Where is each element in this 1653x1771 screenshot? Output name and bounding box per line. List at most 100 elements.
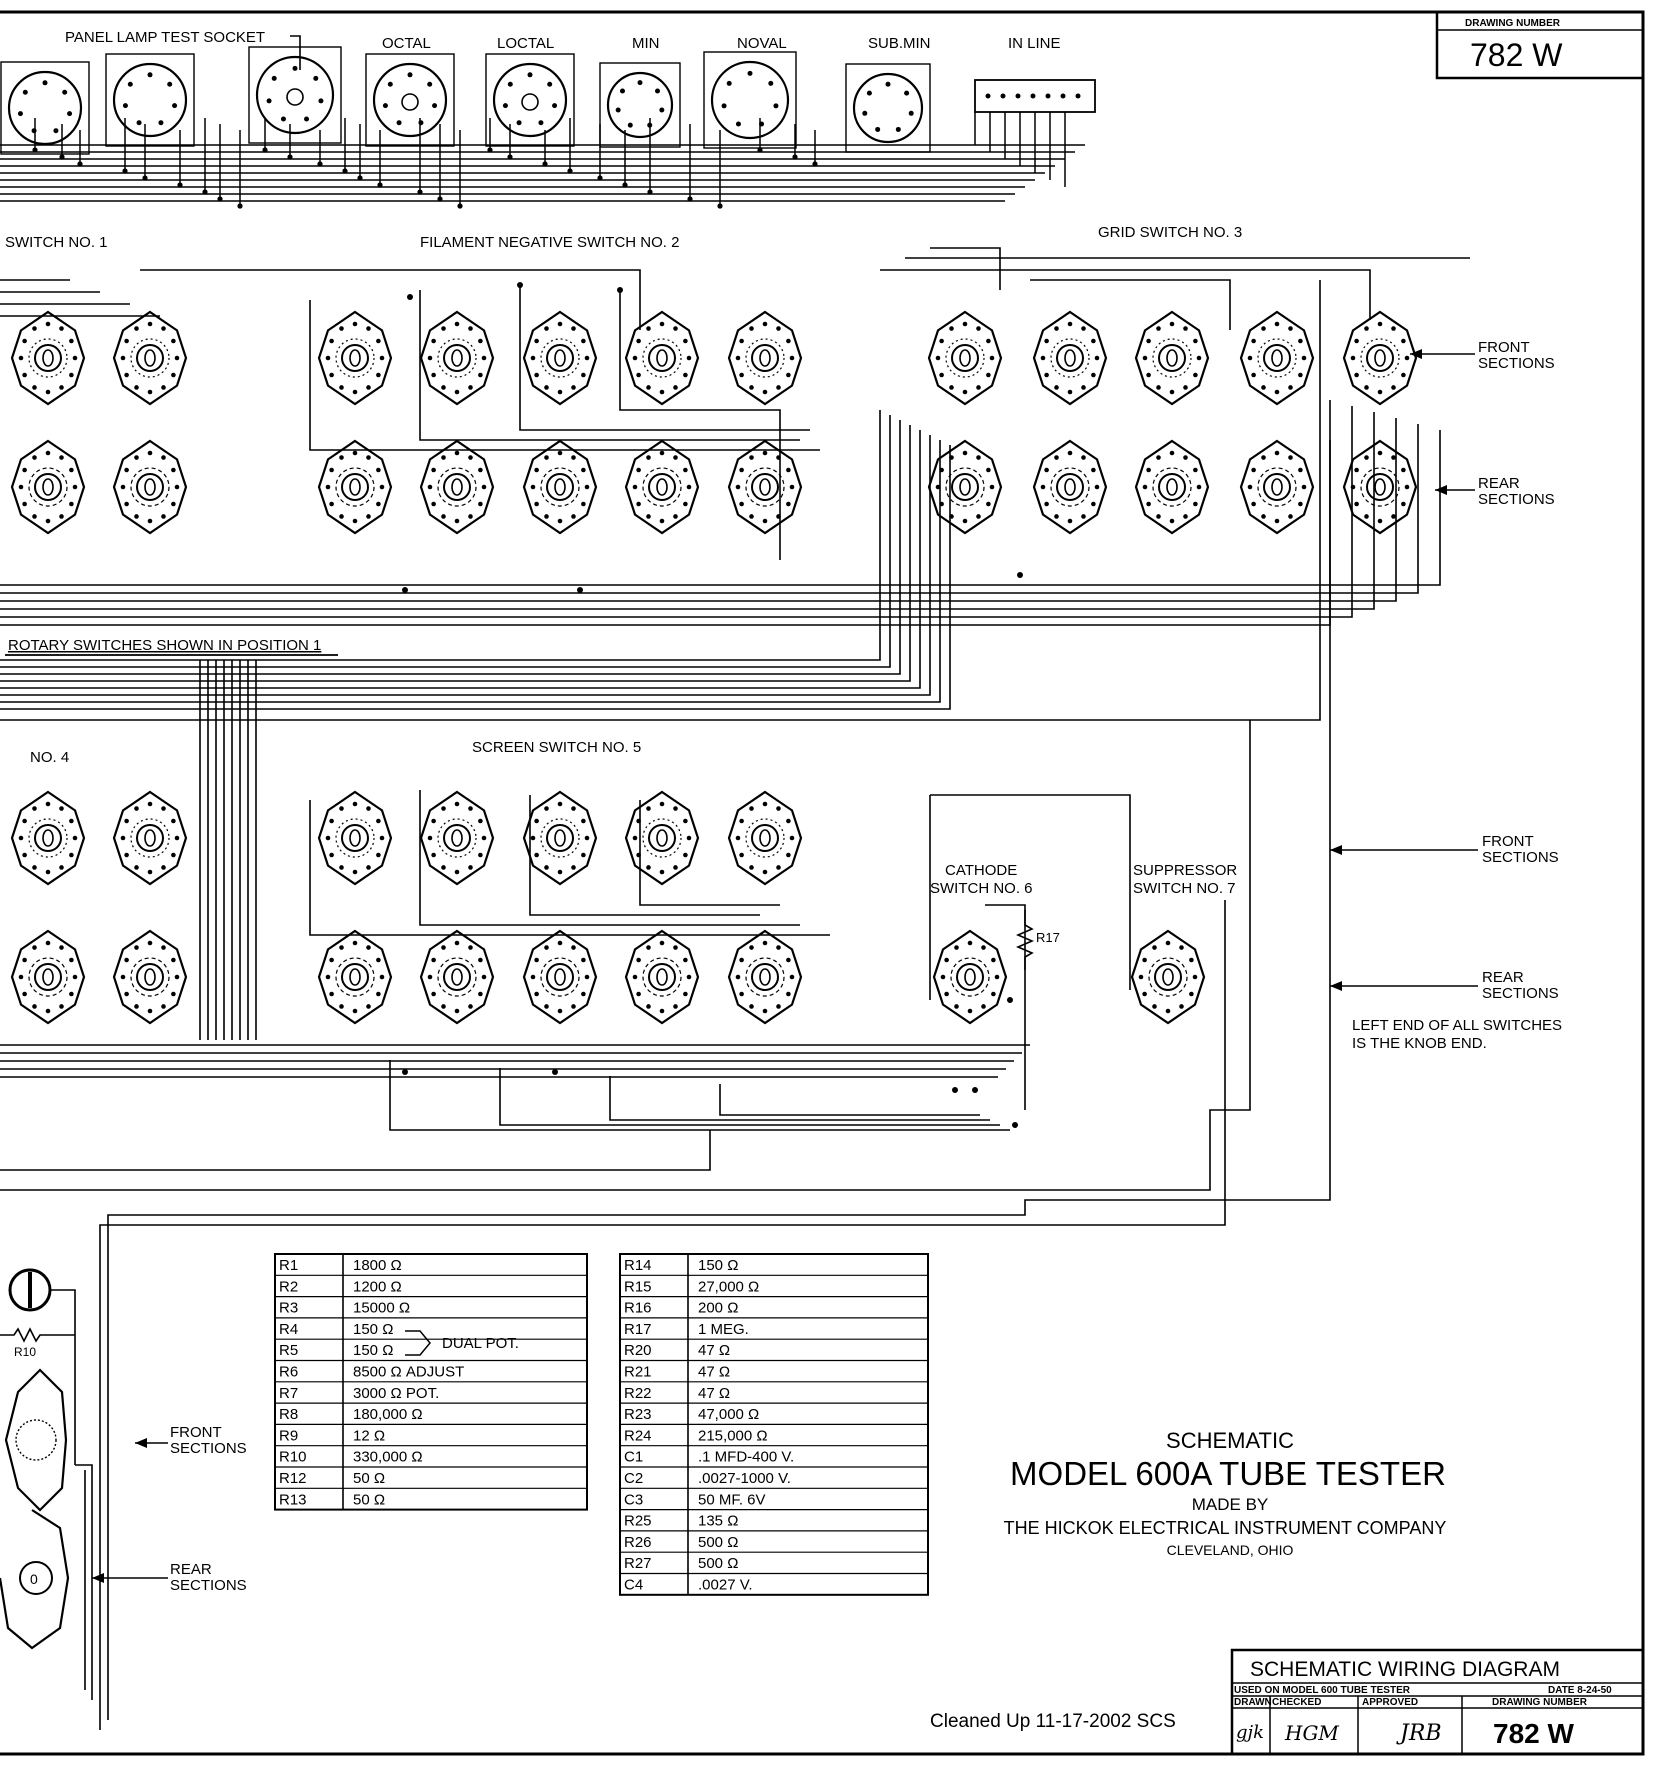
rear-sections-label-low-1: REAR [170,1561,212,1578]
switch-3-label: GRID SWITCH NO. 3 [1098,224,1242,241]
socket-label-loctal: LOCTAL [497,35,554,52]
part-ref: R16 [624,1300,652,1317]
part-ref: R26 [624,1534,652,1551]
part-ref: R14 [624,1257,652,1274]
header-approved: APPROVED [1362,1697,1418,1708]
rotary-switch-wafer [1342,439,1418,535]
rear-sections-label-top-2: SECTIONS [1478,491,1555,508]
rotary-switch-wafer [112,439,188,535]
r17-label: R17 [1036,930,1060,945]
rear-sections-label-low-2: SECTIONS [170,1577,247,1594]
header-checked: CHECKED [1272,1697,1321,1708]
part-ref: R2 [279,1278,298,1295]
part-ref: R13 [279,1491,307,1508]
rotary-switch-wafer [932,929,1008,1025]
tube-socket [485,53,575,147]
dual-pot-note: DUAL POT. [442,1335,519,1352]
rotary-switch-wafer [317,439,393,535]
r10-label: R10 [14,1345,36,1359]
part-ref: R9 [279,1427,298,1444]
part-value: .0027-1000 V. [698,1470,791,1487]
header-drawing-number: DRAWING NUMBER [1492,1697,1588,1708]
sheet-border [0,10,1645,1756]
front-sections-label-low-2: SECTIONS [170,1440,247,1457]
switch-7-label-1: SUPPRESSOR [1133,862,1237,879]
part-value: 50 Ω [353,1491,385,1508]
rotary-switch-wafer [624,310,700,406]
part-value: 1200 Ω [353,1278,402,1295]
checked-initials: HGM [1284,1721,1339,1745]
part-value: 200 Ω [698,1300,738,1317]
rear-sections-label-mid-1: REAR [1482,969,1524,986]
rotary-switch-wafer [10,929,86,1025]
title-line-2: MODEL 600A TUBE TESTER [1010,1455,1446,1492]
rotary-switch-wafer [727,929,803,1025]
rear-sections-label-top-1: REAR [1478,475,1520,492]
rotary-switch-wafer [1130,929,1206,1025]
lamp-icon [28,1272,32,1308]
tube-socket [0,61,90,155]
part-ref: R21 [624,1364,652,1381]
drawing-number: 782 W [1470,37,1563,73]
rotary-switch-wafer [624,790,700,886]
part-value: 500 Ω [698,1555,738,1572]
panel-lamp-label: PANEL LAMP TEST SOCKET [65,29,265,46]
rotary-switch-wafer [112,790,188,886]
rotary-switch-wafer [1342,310,1418,406]
title-line-4: THE HICKOK ELECTRICAL INSTRUMENT COMPANY [1004,1518,1447,1538]
drawn-initials: gjk [1236,1722,1264,1743]
header-drawn: DRAWN [1234,1697,1272,1708]
part-value: 150 Ω [353,1342,393,1359]
part-value: 47 Ω [698,1364,730,1381]
part-ref: R4 [279,1321,298,1338]
part-ref: R10 [279,1449,307,1466]
rotary-switch-wafer [522,310,598,406]
rotary-switch-wafer [522,439,598,535]
rotary-switch-wafer [10,439,86,535]
drawing-number-label: DRAWING NUMBER [1465,18,1561,29]
part-value: 500 Ω [698,1534,738,1551]
rotary-switch-wafer [1239,439,1315,535]
approved-initials: JRB [1396,1721,1442,1746]
rotary-switch-wafer [112,310,188,406]
part-ref: C2 [624,1470,643,1487]
part-ref: R8 [279,1406,298,1423]
part-value: 330,000 Ω [353,1449,423,1466]
part-value: 8500 Ω ADJUST [353,1364,464,1381]
part-ref: R3 [279,1300,298,1317]
switch-6-label-1: CATHODE [945,862,1017,879]
lower-left-components: R10 0 [0,1268,109,1730]
switch-5-label: SCREEN SWITCH NO. 5 [472,739,641,756]
part-ref: C1 [624,1449,643,1466]
wiring-used-on: USED ON MODEL 600 TUBE TESTER [1234,1685,1411,1696]
part-ref: R17 [624,1321,652,1338]
rotary-switch-wafer [727,790,803,886]
part-ref: R5 [279,1342,298,1359]
switch-1-label: SWITCH NO. 1 [5,234,108,251]
part-value: 47 Ω [698,1385,730,1402]
part-value: 47 Ω [698,1342,730,1359]
part-value: 50 Ω [353,1470,385,1487]
part-ref: R24 [624,1427,652,1444]
rotary-switch-wafer [10,310,86,406]
socket-label-inline: IN LINE [1008,35,1061,52]
socket-label-noval: NOVAL [737,35,787,52]
part-value: 1800 Ω [353,1257,402,1274]
socket-label-min: MIN [632,35,660,52]
part-ref: R7 [279,1385,298,1402]
drawing-number-block: DRAWING NUMBER 782 W [1435,10,1645,80]
rotary-switch-wafer [112,929,188,1025]
part-ref: R22 [624,1385,652,1402]
switch-7-label-2: SWITCH NO. 7 [1133,880,1236,897]
switch-4-label: NO. 4 [30,749,69,766]
part-ref: R25 [624,1513,652,1530]
part-ref: R1 [279,1257,298,1274]
part-ref: R23 [624,1406,652,1423]
part-ref: R12 [279,1470,307,1487]
title-line-1: SCHEMATIC [1166,1428,1294,1453]
front-sections-label-mid-2: SECTIONS [1482,849,1559,866]
rotary-switch-wafer [1032,310,1108,406]
switch-6-label-2: SWITCH NO. 6 [930,880,1033,897]
rotary-switch-wafer [317,310,393,406]
